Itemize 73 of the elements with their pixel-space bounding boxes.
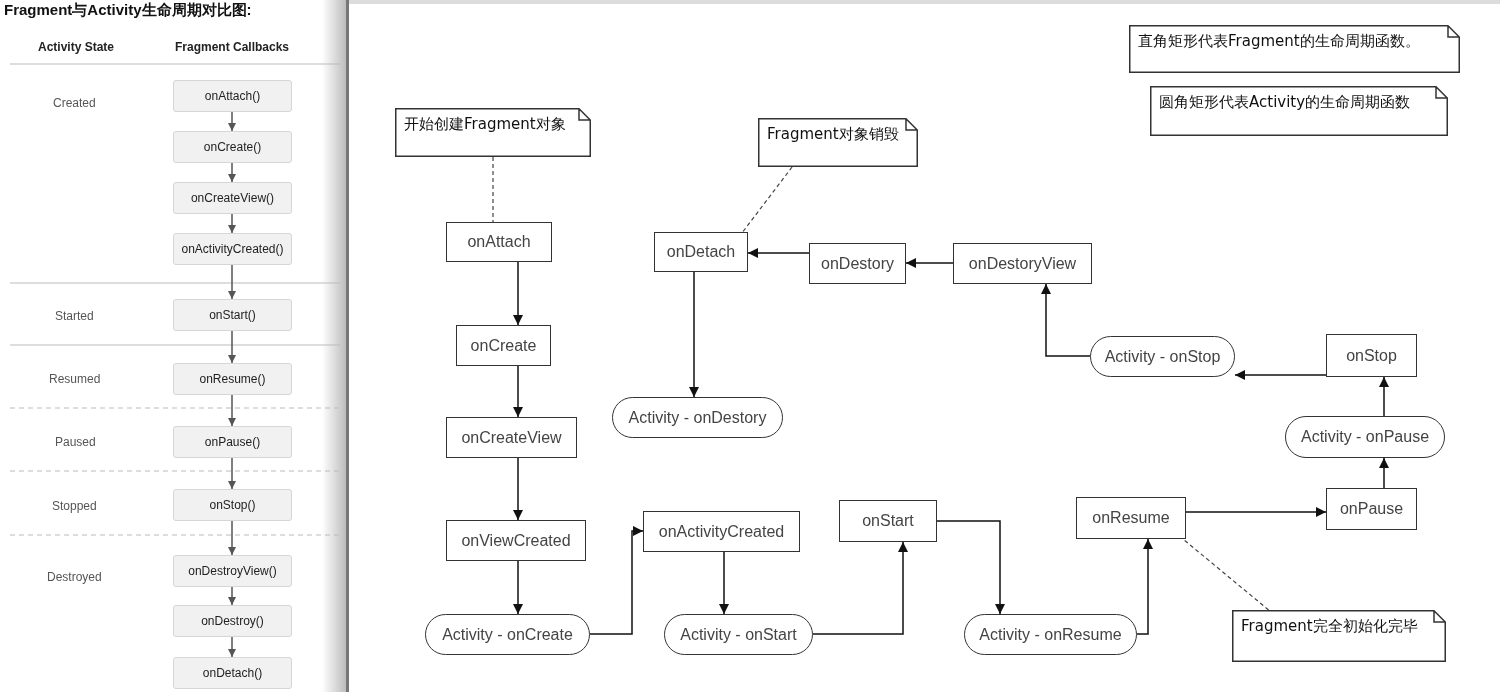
rounded-process-box: Activity - onResume bbox=[964, 614, 1137, 655]
callback-box: onStop() bbox=[173, 489, 292, 521]
leader-line bbox=[492, 156, 494, 223]
arrow bbox=[228, 586, 236, 606]
arrow bbox=[1379, 376, 1389, 417]
process-box: onStop bbox=[1326, 334, 1417, 377]
arrow bbox=[228, 330, 236, 364]
callback-box: onStart() bbox=[173, 299, 292, 331]
process-box: onCreateView bbox=[446, 417, 577, 458]
note-text: 直角矩形代表Fragment的生命周期函数。 bbox=[1138, 32, 1420, 51]
rounded-process-box: Activity - onPause bbox=[1285, 416, 1445, 458]
arrow bbox=[747, 248, 810, 258]
state-label: Started bbox=[55, 309, 94, 323]
arrow bbox=[689, 271, 699, 398]
process-box: onCreate bbox=[456, 325, 551, 366]
leader-line bbox=[1182, 538, 1270, 611]
note-text: 圆角矩形代表Activity的生命周期函数 bbox=[1159, 93, 1411, 112]
state-label: Resumed bbox=[49, 372, 101, 386]
arrow bbox=[228, 457, 236, 490]
process-box: onStart bbox=[839, 500, 937, 542]
rounded-process-box: Activity - onCreate bbox=[425, 614, 590, 655]
arrow bbox=[1185, 507, 1327, 517]
state-label: Created bbox=[53, 96, 96, 110]
callback-box: onCreateView() bbox=[173, 182, 292, 214]
process-box: onViewCreated bbox=[446, 520, 586, 561]
arrow bbox=[1041, 283, 1091, 357]
arrow bbox=[513, 560, 523, 615]
note-text: Fragment完全初始化完毕 bbox=[1241, 617, 1418, 636]
arrow bbox=[812, 541, 908, 635]
arrow bbox=[513, 365, 523, 418]
callback-box: onDestroyView() bbox=[173, 555, 292, 587]
arrow bbox=[228, 111, 236, 132]
process-box: onActivityCreated bbox=[643, 511, 800, 552]
arrow bbox=[228, 636, 236, 658]
diagram-title: Fragment与Activity生命周期对比图: bbox=[4, 1, 252, 20]
process-box: onDestory bbox=[809, 243, 906, 284]
process-box: onDetach bbox=[654, 232, 748, 272]
arrow bbox=[936, 520, 1005, 615]
rounded-process-box: Activity - onDestory bbox=[612, 397, 783, 438]
process-box: onAttach bbox=[446, 222, 552, 262]
arrow bbox=[228, 213, 236, 234]
arrow bbox=[719, 551, 729, 615]
arrow bbox=[228, 520, 236, 556]
note-text: Fragment对象销毁 bbox=[767, 125, 899, 144]
rounded-process-box: Activity - onStop bbox=[1090, 336, 1235, 377]
state-label: Stopped bbox=[52, 499, 97, 513]
callback-box: onActivityCreated() bbox=[173, 233, 292, 265]
arrow bbox=[513, 457, 523, 521]
callback-box: onCreate() bbox=[173, 131, 292, 163]
arrow bbox=[589, 526, 644, 635]
arrow bbox=[513, 261, 523, 326]
callback-box: onAttach() bbox=[173, 80, 292, 112]
column-header: Fragment Callbacks bbox=[175, 40, 290, 54]
column-header: Activity State bbox=[38, 40, 115, 54]
arrow bbox=[1379, 457, 1389, 489]
arrow bbox=[1136, 538, 1153, 635]
arrow bbox=[1234, 370, 1327, 380]
arrow bbox=[905, 258, 954, 268]
callback-box: onDestroy() bbox=[173, 605, 292, 637]
state-label: Paused bbox=[55, 435, 96, 449]
process-box: onDestoryView bbox=[953, 243, 1092, 284]
callback-box: onPause() bbox=[173, 426, 292, 458]
callback-box: onDetach() bbox=[173, 657, 292, 689]
state-label: Destroyed bbox=[47, 570, 102, 584]
arrow bbox=[228, 394, 236, 427]
arrow bbox=[228, 264, 236, 300]
rounded-process-box: Activity - onStart bbox=[664, 614, 813, 655]
process-box: onResume bbox=[1076, 497, 1186, 539]
callback-box: onResume() bbox=[173, 363, 292, 395]
leader-line bbox=[742, 166, 793, 233]
process-box: onPause bbox=[1326, 488, 1417, 530]
arrow bbox=[228, 162, 236, 183]
note-text: 开始创建Fragment对象 bbox=[404, 115, 566, 134]
